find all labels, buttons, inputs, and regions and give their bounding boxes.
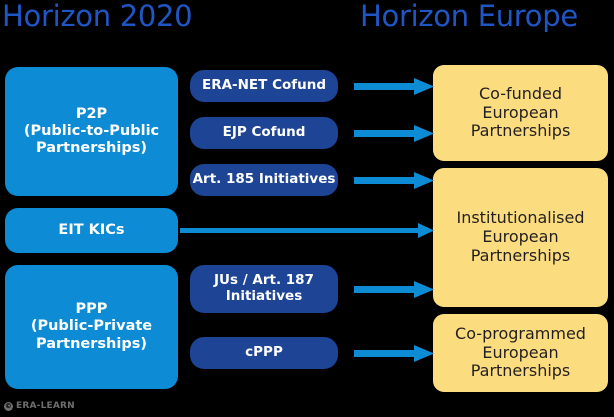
group-box-p2p-line1: P2P — [75, 105, 108, 122]
outcome-co-funded-text: Co-funded European Partnerships — [470, 83, 571, 142]
copyright-icon: © — [4, 401, 13, 411]
group-box-ppp-line2: (Public-Private — [30, 318, 153, 335]
outcome-institutionalised-european-partnerships[interactable]: Institutionalised European Partnerships — [433, 168, 608, 307]
instrument-jus-art-187-line2: Initiatives — [225, 288, 303, 304]
instrument-cppp-label: cPPP — [245, 344, 283, 361]
arrow-jus-art-187-to-institutionalised — [354, 281, 434, 298]
instrument-era-net-cofund[interactable]: ERA-NET Cofund — [190, 70, 338, 102]
outcome-co-programmed-line2: European — [482, 342, 559, 362]
group-box-ppp-text: PPP (Public-Private Partnerships) — [31, 301, 152, 352]
outcome-co-funded-line3: Partnerships — [470, 121, 571, 141]
outcome-co-funded-european-partnerships[interactable]: Co-funded European Partnerships — [433, 65, 608, 161]
group-box-ppp-line3: Partnerships) — [36, 335, 147, 352]
outcome-institutionalised-text: Institutionalised European Partnerships — [456, 208, 585, 266]
watermark-label: ERA-LEARN — [16, 401, 75, 411]
outcome-co-funded-line1: Co-funded — [478, 83, 563, 103]
arrow-ejp-to-co-funded — [354, 125, 434, 142]
outcome-co-programmed-line1: Co-programmed — [455, 323, 586, 343]
group-box-p2p-line2: (Public-to-Public — [23, 122, 160, 139]
arrow-era-net-to-co-funded — [354, 78, 434, 95]
group-box-ppp-line1: PPP — [75, 301, 108, 318]
instrument-art-185-initiatives-label: Art. 185 Initiatives — [192, 171, 336, 188]
outcome-institutionalised-line3: Partnerships — [470, 245, 571, 265]
group-box-eit-kics-text: EIT KICs — [58, 222, 124, 239]
instrument-jus-art-187-initiatives[interactable]: JUs / Art. 187 Initiatives — [190, 265, 338, 313]
instrument-jus-art-187-initiatives-text: JUs / Art. 187 Initiatives — [214, 272, 314, 305]
group-box-eit-kics[interactable]: EIT KICs — [5, 208, 178, 253]
outcome-institutionalised-line1: Institutionalised — [456, 208, 585, 228]
arrow-art-185-to-institutionalised — [354, 172, 434, 189]
outcome-co-programmed-text: Co-programmed European Partnerships — [455, 323, 586, 382]
group-box-p2p-text: P2P (Public-to-Public Partnerships) — [24, 106, 159, 157]
instrument-jus-art-187-line1: JUs / Art. 187 — [214, 272, 314, 289]
watermark: © ERA-LEARN — [4, 401, 75, 411]
group-box-p2p-line3: Partnerships) — [36, 140, 147, 157]
group-box-ppp[interactable]: PPP (Public-Private Partnerships) — [5, 265, 178, 389]
instrument-cppp[interactable]: cPPP — [190, 337, 338, 369]
arrow-eit-kics-to-institutionalised — [180, 223, 434, 238]
outcome-co-programmed-line3: Partnerships — [470, 361, 571, 381]
instrument-era-net-cofund-label: ERA-NET Cofund — [201, 77, 327, 94]
group-box-p2p[interactable]: P2P (Public-to-Public Partnerships) — [5, 67, 178, 196]
instrument-ejp-cofund-label: EJP Cofund — [222, 124, 306, 141]
heading-horizon-europe: Horizon Europe — [360, 0, 578, 33]
instrument-art-185-initiatives[interactable]: Art. 185 Initiatives — [190, 164, 338, 196]
outcome-co-programmed-european-partnerships[interactable]: Co-programmed European Partnerships — [433, 314, 608, 392]
outcome-institutionalised-line2: European — [482, 227, 559, 247]
arrow-cppp-to-co-programmed — [354, 345, 434, 362]
outcome-co-funded-line2: European — [482, 102, 559, 122]
heading-horizon-2020: Horizon 2020 — [2, 0, 193, 33]
instrument-ejp-cofund[interactable]: EJP Cofund — [190, 117, 338, 149]
group-box-eit-kics-line1: EIT KICs — [58, 221, 125, 238]
